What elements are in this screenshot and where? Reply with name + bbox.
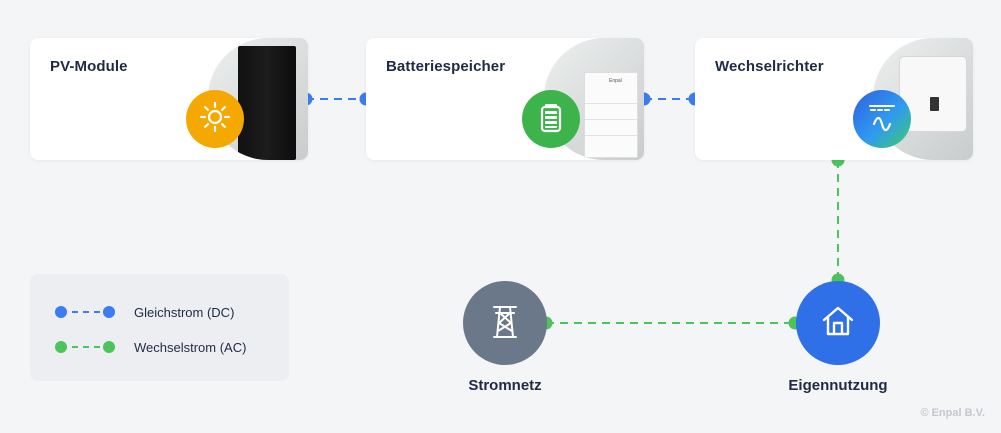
sun-icon (198, 100, 232, 139)
grid-label: Stromnetz (468, 377, 542, 394)
home-node (796, 281, 880, 365)
sun-badge (186, 90, 244, 148)
dc-line-swatch (55, 306, 115, 318)
battery-brand-label: Enpal (609, 78, 622, 84)
solar-panel-image (238, 46, 296, 160)
battery-title: Batteriespeicher (386, 58, 506, 75)
battery-unit-image: Enpal (584, 72, 638, 158)
legend: Gleichstrom (DC) Wechselstrom (AC) (30, 274, 289, 381)
battery-module-line (585, 103, 637, 104)
sine-wave-icon (865, 100, 899, 139)
house-icon (818, 301, 858, 346)
battery-card: Batteriespeicher Enpal (366, 38, 644, 160)
pv-module-card: PV-Module (30, 38, 308, 160)
ac-line-swatch (55, 341, 115, 353)
copyright-notice: © Enpal B.V. (920, 407, 985, 419)
inverter-card: Wechselrichter (695, 38, 973, 160)
inverter-title: Wechselrichter (715, 58, 824, 75)
battery-badge (522, 90, 580, 148)
legend-item-ac: Wechselstrom (AC) (54, 337, 246, 357)
battery-module-line (585, 119, 637, 120)
legend-item-dc: Gleichstrom (DC) (54, 302, 234, 322)
grid-node (463, 281, 547, 365)
inverter-display (930, 97, 939, 111)
inverter-badge (853, 90, 911, 148)
pv-module-title: PV-Module (50, 58, 128, 75)
legend-label-dc: Gleichstrom (DC) (134, 304, 235, 320)
battery-icon (534, 100, 568, 139)
legend-label-ac: Wechselstrom (AC) (134, 339, 247, 355)
power-tower-icon (486, 301, 524, 346)
battery-module-line (585, 135, 637, 136)
home-label: Eigennutzung (788, 377, 888, 394)
